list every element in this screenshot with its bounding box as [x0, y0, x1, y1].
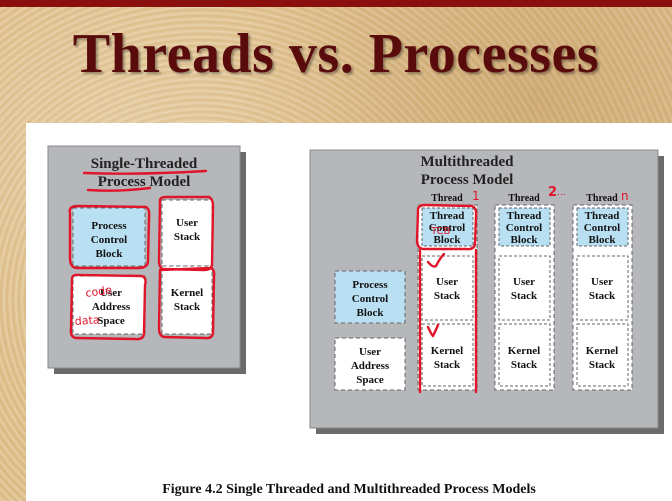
single-model-title-line1: Single-Threaded — [91, 156, 198, 172]
thread-2-tcb-box — [498, 207, 551, 247]
thread-3-kernel-stack-box — [576, 323, 629, 387]
ink-number-2: 2 — [548, 185, 557, 200]
single-kernel-stack-line1: Kernel — [171, 287, 203, 299]
single-kernel-stack-line2: Stack — [174, 301, 201, 313]
thread-2-kernel-stack-line1: Kernel — [508, 345, 540, 357]
single-model-title-line2: Process Model — [98, 174, 191, 190]
thread-3-tcb-box — [576, 207, 629, 247]
thread-column-1: Thread Thread Control Block User Stack K… — [417, 193, 478, 391]
multi-pcb-line1: Process — [352, 279, 388, 291]
multi-uas-line1: User — [359, 346, 381, 358]
multi-uas-line2: Address — [351, 360, 390, 372]
multi-model-title-line1: Multithreaded — [420, 154, 514, 170]
thread-3-user-stack-box — [576, 255, 629, 321]
ink-dots: ... — [557, 188, 566, 198]
thread-3-kernel-stack-line2: Stack — [589, 359, 616, 371]
ink-number-1: 1 — [472, 189, 480, 203]
ink-box-pcb — [68, 204, 151, 270]
thread-1-kernel-stack-line1: Kernel — [431, 345, 463, 357]
single-pcb-box — [72, 207, 146, 267]
ink-tick-user-stack — [426, 252, 446, 268]
ink-box-kernel-stack — [157, 266, 216, 340]
thread-3-label: Thread — [586, 193, 618, 204]
ink-word-data: data — [74, 313, 100, 328]
multi-pcb-line2: Control — [352, 293, 388, 305]
single-user-stack-line1: User — [176, 217, 198, 229]
single-uas-line3: Space — [97, 315, 125, 327]
thread-3-user-stack-line2: Stack — [589, 290, 616, 302]
ink-underline-title2 — [86, 186, 152, 192]
multi-uas-box — [334, 337, 406, 391]
slide-title: Threads vs. Processes — [72, 23, 600, 85]
ink-underline-title1 — [82, 169, 208, 175]
figure-caption: Figure 4.2 Single Threaded and Multithre… — [162, 482, 536, 497]
thread-1-tcb-box — [421, 207, 474, 247]
thread-2-tcb-line2: Control — [506, 222, 542, 234]
thread-1-user-stack-line2: Stack — [434, 290, 461, 302]
single-user-stack-box — [161, 199, 213, 267]
ink-box-user-stack — [157, 195, 215, 272]
multi-pcb-line3: Block — [357, 307, 385, 319]
multi-pcb-box — [334, 270, 406, 324]
thread-2-tcb-line1: Thread — [507, 210, 542, 222]
ink-annotations: 1 2 ... n code data TCB — [68, 169, 629, 394]
ink-box-thread1-tcb — [415, 203, 478, 251]
top-accent-bar — [0, 0, 672, 7]
single-uas-box — [72, 275, 146, 335]
single-pcb-line2: Control — [91, 234, 127, 246]
thread-1-tcb-line2: Control — [429, 222, 465, 234]
single-user-stack-line2: Stack — [174, 231, 201, 243]
thread-1-tcb-line3: Block — [434, 234, 462, 246]
multi-uas-line3: Space — [356, 374, 384, 386]
single-uas-line2: Address — [92, 301, 131, 313]
multi-model-title-line2: Process Model — [421, 172, 514, 188]
thread-1-kernel-stack-line2: Stack — [434, 359, 461, 371]
ink-tick-kernel-stack — [426, 323, 440, 338]
thread-3-kernel-stack-line1: Kernel — [586, 345, 618, 357]
ink-box-uas — [69, 273, 147, 341]
thread-2-user-stack-line2: Stack — [511, 290, 538, 302]
thread-2-kernel-stack-box — [498, 323, 551, 387]
thread-3-user-stack-line1: User — [591, 276, 613, 288]
thread-3-tcb-line1: Thread — [585, 210, 620, 222]
thread-3-tcb-line2: Control — [584, 222, 620, 234]
ink-word-tcb: TCB — [430, 226, 451, 237]
single-pcb-line3: Block — [96, 248, 124, 260]
thread-2-tcb-line3: Block — [511, 234, 539, 246]
ink-letter-n: n — [621, 189, 629, 203]
thread-2-label: Thread — [508, 193, 540, 204]
thread-column-2: Thread Thread Control Block User Stack K… — [494, 193, 555, 391]
single-pcb-line1: Process — [91, 220, 127, 232]
thread-1-user-stack-line1: User — [436, 276, 458, 288]
ink-word-code: code — [85, 283, 113, 300]
thread-1-user-stack-box — [421, 255, 474, 321]
thread-column-3: Thread Thread Control Block User Stack K… — [572, 193, 633, 391]
thread-1-label: Thread — [431, 193, 463, 204]
thread-2-kernel-stack-line2: Stack — [511, 359, 538, 371]
thread-1-tcb-line1: Thread — [430, 210, 465, 222]
single-kernel-stack-box — [161, 265, 213, 335]
thread-2-user-stack-box — [498, 255, 551, 321]
thread-3-tcb-line3: Block — [589, 234, 617, 246]
single-uas-line1: User — [100, 287, 122, 299]
thread-2-user-stack-line1: User — [513, 276, 535, 288]
